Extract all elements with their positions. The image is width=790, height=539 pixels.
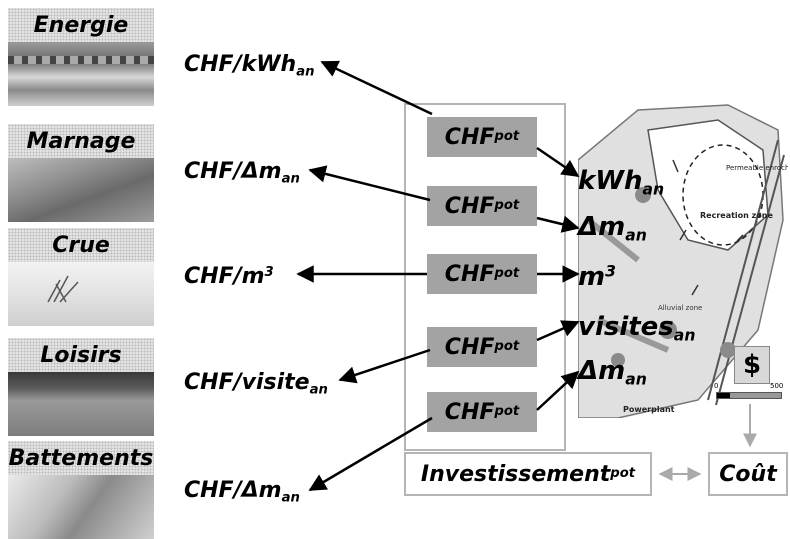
arrow-to-quantity-4: [536, 320, 580, 342]
map-label-permeable: Permeable enrochement: [726, 164, 788, 172]
arrow-to-unit-5: [308, 416, 433, 492]
unit-label-battements: CHF/Δman: [184, 478, 300, 506]
thumbnail-marnage: Marnage: [8, 124, 154, 222]
quantity-m3: m3: [578, 262, 616, 292]
thumbnail-title: Battements: [8, 441, 154, 475]
thumbnail-battements: Battements: [8, 441, 154, 539]
marnage-shore-photo: [8, 158, 154, 222]
map-label-recreation: Recreation zone: [700, 211, 773, 220]
thumbnail-title: Energie: [8, 8, 154, 42]
arrow-to-unit-1: [320, 60, 433, 116]
thumbnail-title: Loisirs: [8, 338, 154, 372]
energy-dam-photo: [8, 42, 154, 106]
thumbnail-title: Marnage: [8, 124, 154, 158]
quantity-visites: visitesan: [578, 312, 696, 345]
unit-label-crue: CHF/m3: [184, 264, 274, 289]
site-map: Permeable enrochement Recreation zone Al…: [578, 100, 788, 418]
arrow-to-quantity-2: [536, 215, 580, 233]
cost-scale-icon: $ 0 500: [714, 346, 786, 402]
arrow-to-unit-4: [338, 348, 431, 384]
thumbnail-loisirs: Loisirs: [8, 338, 154, 436]
scale-max: 500: [770, 382, 784, 390]
arrow-to-quantity-5: [536, 370, 580, 411]
map-label-powerplant: Powerplant: [623, 405, 675, 414]
scale-bar: [716, 392, 782, 399]
thumbnail-crue: Crue: [8, 228, 154, 326]
arrow-to-unit-2: [308, 165, 431, 202]
leisure-lake-photo: [8, 372, 154, 436]
quantity-kwh: kWhan: [578, 166, 665, 199]
cost-box: Coût: [708, 452, 788, 496]
battements-shore-photo: [8, 475, 154, 539]
dollar-icon: $: [734, 346, 770, 384]
unit-label-marnage: CHF/Δman: [184, 159, 300, 187]
arrow-to-quantity-1: [536, 146, 580, 178]
map-label-alluvial: Alluvial zone: [658, 304, 702, 312]
unit-label-energie: CHF/kWhan: [184, 52, 315, 80]
scale-min: 0: [714, 382, 719, 390]
quantity-dm-2: Δman: [578, 356, 647, 389]
unit-label-loisirs: CHF/visitean: [184, 370, 328, 398]
flood-photo: [8, 262, 154, 326]
thumbnail-title: Crue: [8, 228, 154, 262]
quantity-dm-1: Δman: [578, 212, 647, 245]
thumbnail-energie: Energie: [8, 8, 154, 106]
